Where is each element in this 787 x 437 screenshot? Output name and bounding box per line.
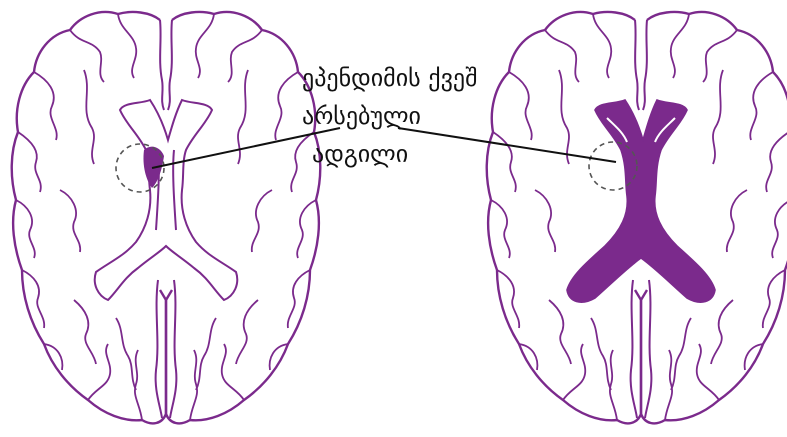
leader-line-right	[398, 128, 616, 162]
annotation-line-2: არსებული	[302, 104, 421, 128]
brain-right	[487, 12, 787, 423]
annotation-line-1: ეპენდიმის ქვეშ	[302, 66, 478, 90]
brain-left	[12, 12, 321, 423]
ventricles-normal	[95, 100, 238, 300]
ventricles-enlarged	[567, 100, 715, 302]
annotation-line-3: ადგილი	[312, 142, 408, 166]
